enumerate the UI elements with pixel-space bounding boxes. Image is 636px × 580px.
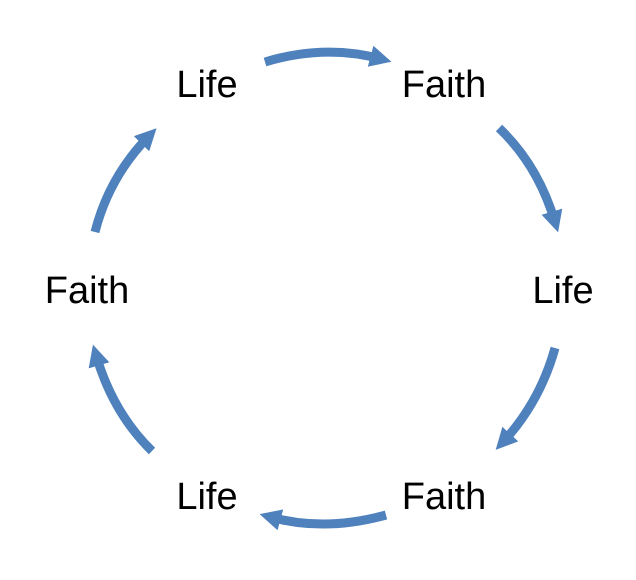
- node-life-right: Life: [532, 270, 594, 312]
- arrow-faith-to-life-top: [90, 128, 157, 234]
- node-faith-left: Faith: [44, 270, 130, 312]
- node-faith-bottom-right: Faith: [401, 476, 487, 518]
- arrow-life-to-faith-bottom: [495, 346, 560, 450]
- arrow-life-to-faith-top: [263, 45, 392, 67]
- node-faith-top-right: Faith: [401, 64, 487, 106]
- arrow-faith-to-life-bottom: [259, 509, 388, 531]
- node-life-top-left: Life: [176, 64, 238, 106]
- arrow-life-to-faith-left: [88, 344, 156, 455]
- node-life-bottom-left: Life: [176, 476, 238, 518]
- arrow-faith-to-life-right: [495, 124, 563, 233]
